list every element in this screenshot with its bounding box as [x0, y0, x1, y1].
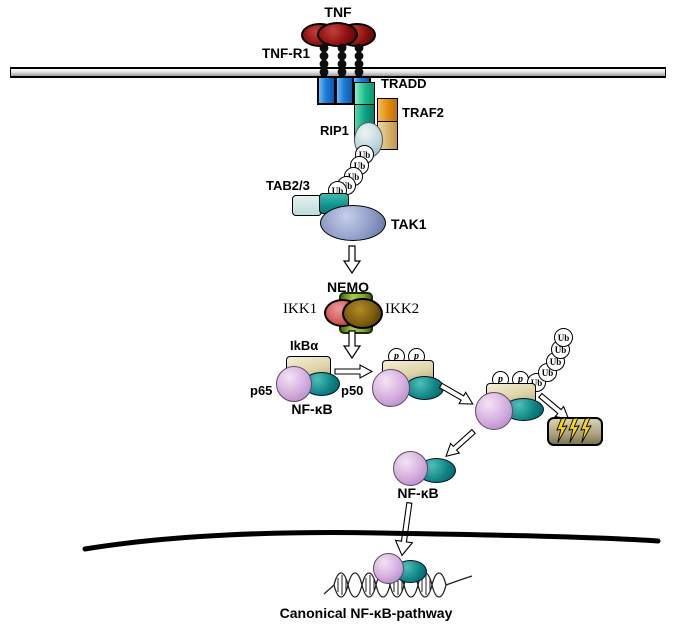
ikk2-protein — [342, 298, 383, 329]
tnf-subunit — [317, 22, 358, 47]
lightning-bolts-icon — [556, 417, 592, 443]
tradd-protein — [354, 82, 375, 106]
tradd-label: TRADD — [381, 76, 427, 91]
nuclear-membrane — [82, 530, 661, 552]
dna-helix-icon — [323, 572, 473, 598]
arrow-down-icon — [342, 245, 362, 275]
rip1-label: RIP1 — [320, 123, 349, 138]
ikba-label: IkBα — [290, 338, 319, 353]
p65-label: p65 — [250, 383, 273, 398]
arrow-down-left-icon — [445, 428, 476, 458]
nfkb-released-label: NF-κB — [397, 485, 439, 501]
nemo-label: NEMO — [327, 279, 369, 295]
arrow-right-icon — [334, 364, 374, 379]
traf2-protein — [377, 98, 398, 123]
ikk2-label: IKK2 — [385, 301, 420, 317]
p50-label: p50 — [341, 383, 364, 398]
traf2-label: TRAF2 — [402, 105, 444, 120]
p50-protein — [405, 376, 444, 400]
arrow-into-nucleus-icon — [394, 501, 414, 557]
p65-protein — [276, 366, 312, 402]
ubiquitin: Ub — [554, 328, 573, 347]
ikk1-label: IKK1 — [283, 301, 318, 317]
p65-protein — [393, 451, 428, 486]
p65-protein — [475, 392, 513, 430]
tak1-label: TAK1 — [391, 216, 427, 232]
tab23-protein — [292, 195, 322, 216]
p65-protein — [372, 369, 410, 407]
tab23-label: TAB2/3 — [266, 178, 310, 193]
tnf-r1-label: TNF-R1 — [262, 46, 310, 61]
arrow-down-right-icon — [438, 382, 474, 405]
pathway-caption: Canonical NF-κB-pathway — [279, 605, 453, 621]
tnf-label: TNF — [324, 4, 352, 20]
arrow-down-icon — [342, 330, 362, 360]
nfkb-label: NF-κB — [291, 401, 333, 417]
tnf-r1-domain — [317, 76, 336, 105]
p65-protein — [373, 553, 404, 584]
tak1-protein — [320, 205, 386, 241]
